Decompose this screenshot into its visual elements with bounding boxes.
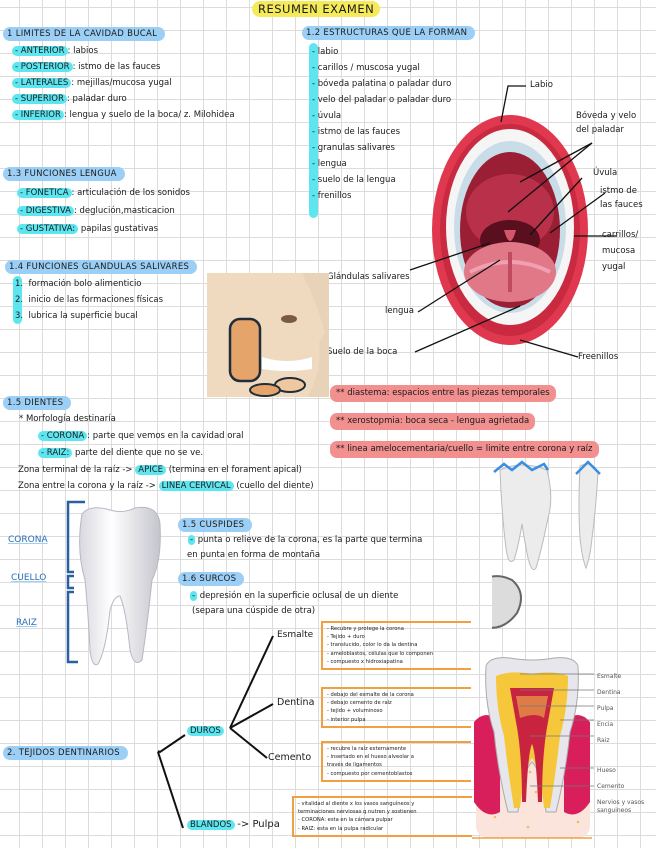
mouth-leader-lines (409, 85, 616, 358)
duros-label: DUROS (187, 723, 224, 739)
open-mouth-illustration (432, 115, 588, 345)
surcos-text: - depresión en la superficie oclusal de … (190, 591, 399, 601)
section-1-heading: 1 LIMITES DE LA CAVIDAD BUCAL (3, 27, 166, 41)
esmalte-label: Esmalte (277, 630, 314, 640)
tejidos-heading: 2. TEJIDOS DENTINARIOS (3, 746, 128, 760)
tooth-diagram-labels: Esmalte Dentina Pulpa Encia Raiz Hueso C… (597, 673, 645, 814)
pulpa-box: - vitalidad al diente x los vasos sanguí… (292, 796, 472, 837)
list-item: 3. lubrica la superficie bucal (15, 311, 138, 321)
cuspides-text-2: en punta en forma de montaña (187, 550, 321, 560)
dentina-label: Dentina (277, 697, 315, 708)
apice-definition: Zona terminal de la raíz -> APICE (termi… (18, 465, 302, 475)
blandos-label: BLANDOS -> Pulpa (187, 817, 280, 833)
label-cuello: CUELLO (11, 573, 47, 583)
corona-definition: - CORONA: parte que vemos en la cavidad … (38, 428, 244, 444)
list-item: - POSTERIOR: istmo de las fauces (12, 59, 235, 75)
list-item: - lengua (312, 159, 347, 169)
label-lengua: lengua (385, 306, 414, 316)
cemento-box: - recubre la raíz externamente - inserta… (321, 741, 471, 782)
list-item: - istmo de las fauces (312, 127, 401, 137)
section-1-3-heading: 1.3 FUNCIONES LENGUA (3, 167, 125, 181)
section-1-2-heading: 1.2 ESTRUCTURAS QUE LA FORMAN (302, 26, 476, 40)
surcos-text-2: (separa una cúspide de otra) (192, 606, 316, 616)
molar-and-incisor-illustrations (492, 460, 601, 629)
label-raiz: RAIZ (16, 618, 37, 628)
list-item: - frenillos (312, 191, 352, 201)
cuspides-text: - punta o relieve de la corona, es la pa… (188, 535, 423, 545)
list-item: - velo del paladar o paladar duro (312, 95, 452, 105)
list-item: - ANTERIOR: labios (12, 43, 235, 59)
note-diastema: ** diastema: espacios entre las piezas t… (330, 385, 556, 402)
list-item: - úvula (312, 111, 342, 121)
list-item: - FONETICA: articulación de los sonidos (17, 184, 190, 202)
section-1-4-list: 1. formación bolo alimenticio 2. inicio … (15, 276, 163, 324)
list-item: - bóveda palatina o paladar duro (312, 79, 452, 89)
section-1-2-list: - labio - carillos / muscosa yugal - bóv… (312, 44, 451, 204)
tooth-diagram-leader-lines (520, 673, 594, 787)
surcos-heading: 1.6 SURCOS (178, 572, 245, 586)
label-glandulas: Glándulas salivares (327, 272, 410, 282)
notes-list: ** diastema: espacios entre las piezas t… (330, 380, 599, 458)
section-1-5-heading: 1.5 DIENTES (3, 396, 72, 410)
raiz-definition: - RAIZ: parte del diente que no se ve. (38, 445, 203, 461)
tejidos-tree-lines (157, 635, 274, 829)
list-item: - SUPERIOR: paladar duro (12, 91, 235, 107)
label-frenillos: Freenillos (578, 352, 619, 362)
label-labio: Labio (530, 80, 553, 90)
list-item: - suelo de la lengua (312, 175, 396, 185)
cervical-definition: Zona entre la corona y la raíz -> LINEA … (18, 481, 314, 491)
list-item: - granulas salivares (312, 143, 395, 153)
section-1-list: - ANTERIOR: labios - POSTERIOR: istmo de… (12, 43, 235, 123)
tooth-parts-illustration (66, 500, 161, 666)
note-xerostomia: ** xerostopmia: boca seca - lengua agrie… (330, 413, 536, 430)
esmalte-box: - Recubre y protege la corona - Tejido +… (321, 621, 471, 671)
dentina-box: - debajo del esmalte de la corona - deba… (321, 687, 471, 728)
list-item: - DIGESTIVA: deglución,masticacion (17, 202, 190, 220)
label-suelo: Suelo de la boca (327, 347, 398, 357)
label-corona: CORONA (8, 535, 48, 545)
list-item: - carillos / muscosa yugal (312, 63, 420, 73)
section-1-3-list: - FONETICA: articulación de los sonidos … (17, 184, 190, 238)
list-item: 1. formación bolo alimenticio (15, 279, 142, 289)
list-item: - GUSTATIVA: papilas gustativas (17, 220, 190, 238)
highlight-bar (13, 276, 22, 324)
morfologia-subtitle: * Morfología destinaría (19, 414, 116, 424)
list-item: - labio (312, 47, 339, 57)
list-item: - LATERALES: mejillas/mucosa yugal (12, 75, 235, 91)
list-item: 2. inicio de las formaciones físicas (15, 295, 164, 305)
page-title: RESUMEN EXAMEN (252, 1, 381, 17)
salivary-glands-face-illustration (207, 273, 329, 397)
cemento-label: Cemento (268, 752, 312, 763)
list-item: - INFERIOR: lengua y suelo de la boca/ z… (12, 107, 235, 123)
highlight-bar (309, 43, 318, 218)
section-1-4-heading: 1.4 FUNCIONES GLANDULAS SALIVARES (5, 260, 198, 274)
note-linea-amelocementaria: ** linea amelocementaria/cuello = limite… (330, 441, 599, 458)
label-uvula: Úvula (593, 168, 618, 178)
cuspides-heading: 1.5 CUSPIDES (178, 518, 253, 532)
